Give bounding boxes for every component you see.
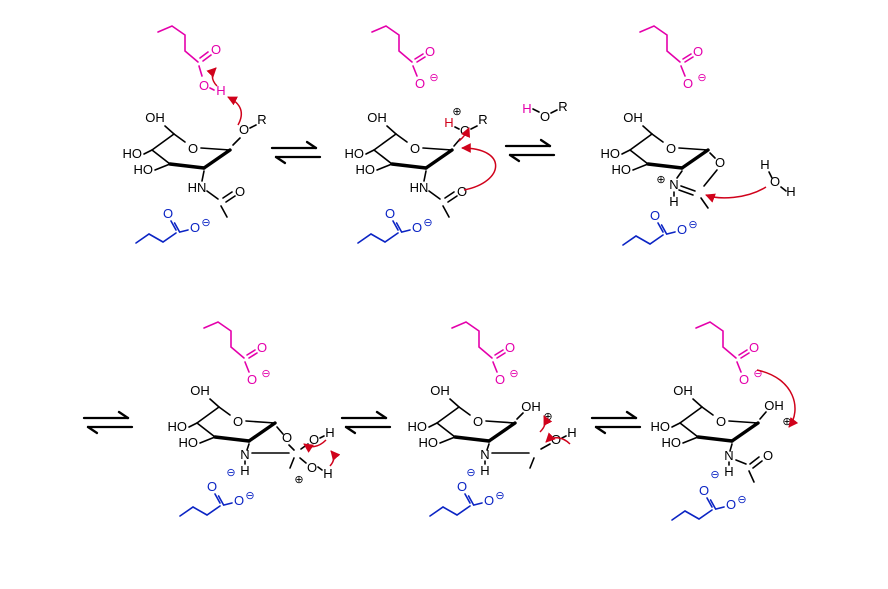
- panel-5-protonated-hemiacetal: OH ⊕ N H ⊖ O H: [405, 321, 577, 517]
- positive-charge-icon: ⊕: [782, 416, 791, 428]
- glycosidic-oxygen-label: O: [239, 122, 249, 137]
- water-proton-label: H: [760, 157, 769, 172]
- amide-nh-label: HN: [188, 180, 207, 195]
- alcohol-proton-label: H: [522, 101, 531, 116]
- amide-oxygen-label: O: [763, 448, 773, 463]
- aglycone-label: R: [257, 112, 266, 127]
- anomeric-hydroxyl-label: OH: [764, 398, 784, 413]
- transferred-proton-label: H: [444, 115, 453, 130]
- hydroxyl-oxygen-label: O: [309, 432, 319, 447]
- mechanism-arrow-neighboring-group-attack: [461, 143, 497, 191]
- water-oxygen-label: O: [770, 174, 780, 189]
- nitrogen-label: N: [240, 447, 249, 462]
- panel-1-substrate: O O H O R HN O: [120, 25, 267, 244]
- nh-proton-label: H: [724, 464, 733, 479]
- nh-proton-label: H: [480, 463, 489, 478]
- catalytic-acid-protonated: O O H: [157, 25, 226, 98]
- alcohol-oxygen-label: O: [540, 109, 550, 124]
- panel-4-tetrahedral-intermediate: O N H ⊖ O H O ⊕ H: [165, 321, 341, 517]
- glycosidic-group: O R: [232, 112, 267, 146]
- acetamido-group: HN O: [188, 170, 245, 218]
- mechanism-arrow-proton-transfer: [227, 96, 243, 126]
- mechanism-arrow-leaving-group: [458, 127, 471, 142]
- mechanism-arrow-proton-shift: [303, 439, 327, 453]
- positive-charge-icon: ⊕: [452, 106, 461, 118]
- leaving-alcohol: H O R: [522, 99, 567, 124]
- water-proton-label: H: [786, 184, 795, 199]
- acid-oxygen-label: O: [199, 78, 209, 93]
- aglycone-label: R: [558, 99, 567, 114]
- amide-oxygen-label: O: [457, 184, 467, 199]
- mechanism-arrow-final-deprotonation: [756, 369, 799, 428]
- carbonyl-oxygen-label: O: [211, 42, 221, 57]
- iminium-nitrogen-label: N: [669, 177, 678, 192]
- acetamido-group: N H ⊖ O: [710, 443, 773, 483]
- aglycone-label: R: [478, 112, 487, 127]
- positive-charge-icon: ⊕: [656, 174, 665, 186]
- oxazoline-oxygen-label: O: [282, 430, 292, 445]
- water-molecule: O H H: [760, 157, 795, 199]
- acidic-proton-label: H: [216, 83, 225, 98]
- panel-3-oxazolinium: H O R O N ⊕ H O H H: [522, 25, 796, 246]
- nh-proton-label: H: [240, 463, 249, 478]
- amide-nh-label: HN: [410, 180, 429, 195]
- mechanism-arrow-oh-bond: [206, 67, 218, 87]
- base-negative-charge-icon: ⊖: [226, 467, 235, 479]
- hydroxyl-oxygen-label: O: [551, 432, 561, 447]
- anomeric-hydroxyl-label: OH: [521, 399, 541, 414]
- anomeric-hydroxyl-group: OH ⊕: [759, 398, 792, 428]
- protonated-water-oxygen-label: O: [307, 460, 317, 475]
- panel-6-product: OH ⊕ N H ⊖ O: [648, 321, 799, 521]
- panel-2-protonated-leaving-group: O R H ⊕ HN O: [342, 25, 497, 244]
- water-proton-label: H: [323, 466, 332, 481]
- mechanism-arrow-deprotonation: [329, 450, 341, 467]
- acetamido-group: HN O: [410, 170, 467, 218]
- base-negative-charge-icon: ⊖: [466, 467, 475, 479]
- oxazoline-oxygen-label: O: [715, 155, 725, 170]
- nitrogen-label: N: [480, 447, 489, 462]
- amide-oxygen-label: O: [235, 184, 245, 199]
- positive-charge-icon: ⊕: [294, 474, 303, 486]
- nitrogen-label: N: [724, 448, 733, 463]
- oxazolinium-ring: O N ⊕ H: [656, 152, 725, 209]
- mechanism-arrow-water-attack: [705, 186, 767, 203]
- mechanism-arrow-collapse: [545, 432, 571, 445]
- hydroxyl-proton-label: H: [325, 425, 334, 440]
- mechanism-arrow-charge: [539, 415, 553, 433]
- nh-proton-label: H: [669, 194, 678, 209]
- hydroxyl-proton-label: H: [567, 425, 576, 440]
- base-negative-charge-icon: ⊖: [710, 469, 719, 481]
- oxazoline-adduct: O N H ⊖ O H O ⊕ H: [226, 425, 334, 486]
